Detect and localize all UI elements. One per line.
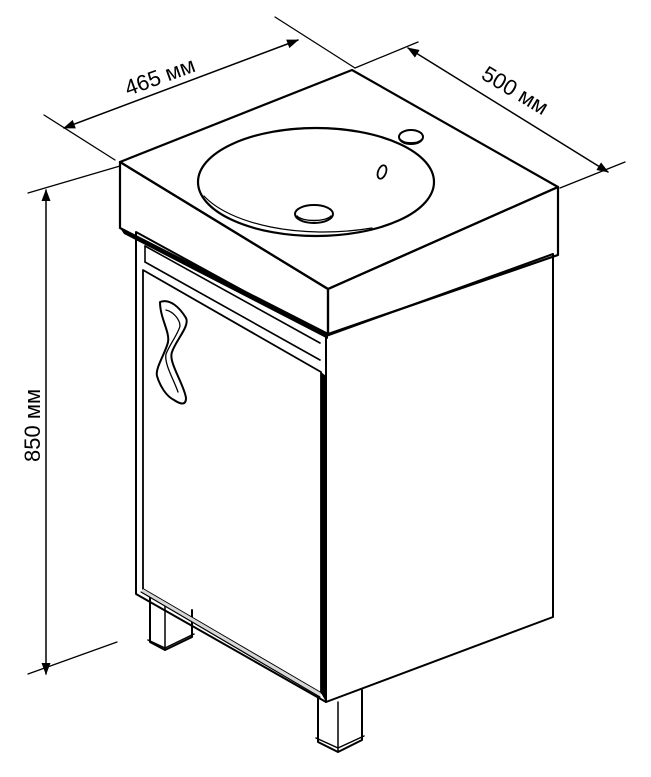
width-label: 465 мм: [121, 52, 198, 100]
overflow-icon: [376, 164, 388, 180]
extension-line: [274, 16, 356, 69]
cabinet-body: [135, 231, 554, 703]
cabinet-side-panel: [325, 253, 554, 703]
drain-icon: [294, 204, 334, 224]
top-rail: [144, 245, 321, 344]
width-dimension-line: [63, 39, 299, 129]
wave-handle: [155, 300, 188, 405]
countertop: [118, 68, 560, 339]
extension-line: [43, 114, 116, 161]
height-label: 850 мм: [20, 389, 45, 462]
front-leg: [315, 689, 365, 753]
dimension-width: 465 мм: [43, 16, 356, 161]
extension-line: [27, 641, 118, 675]
dimension-depth: 500 мм: [354, 41, 626, 189]
extension-line: [354, 41, 419, 69]
tap-hole-icon: [398, 129, 424, 145]
countertop-side-face: [326, 185, 560, 336]
depth-dimension-line: [407, 47, 609, 173]
extension-line: [559, 161, 626, 189]
basin-bowl: [196, 126, 436, 238]
countertop-top-surface: [118, 68, 560, 291]
basin: [196, 126, 436, 238]
depth-label: 500 мм: [477, 61, 553, 120]
extension-line: [27, 165, 121, 194]
dimension-height: 850 мм: [20, 165, 121, 675]
cabinet-door: [142, 269, 322, 694]
